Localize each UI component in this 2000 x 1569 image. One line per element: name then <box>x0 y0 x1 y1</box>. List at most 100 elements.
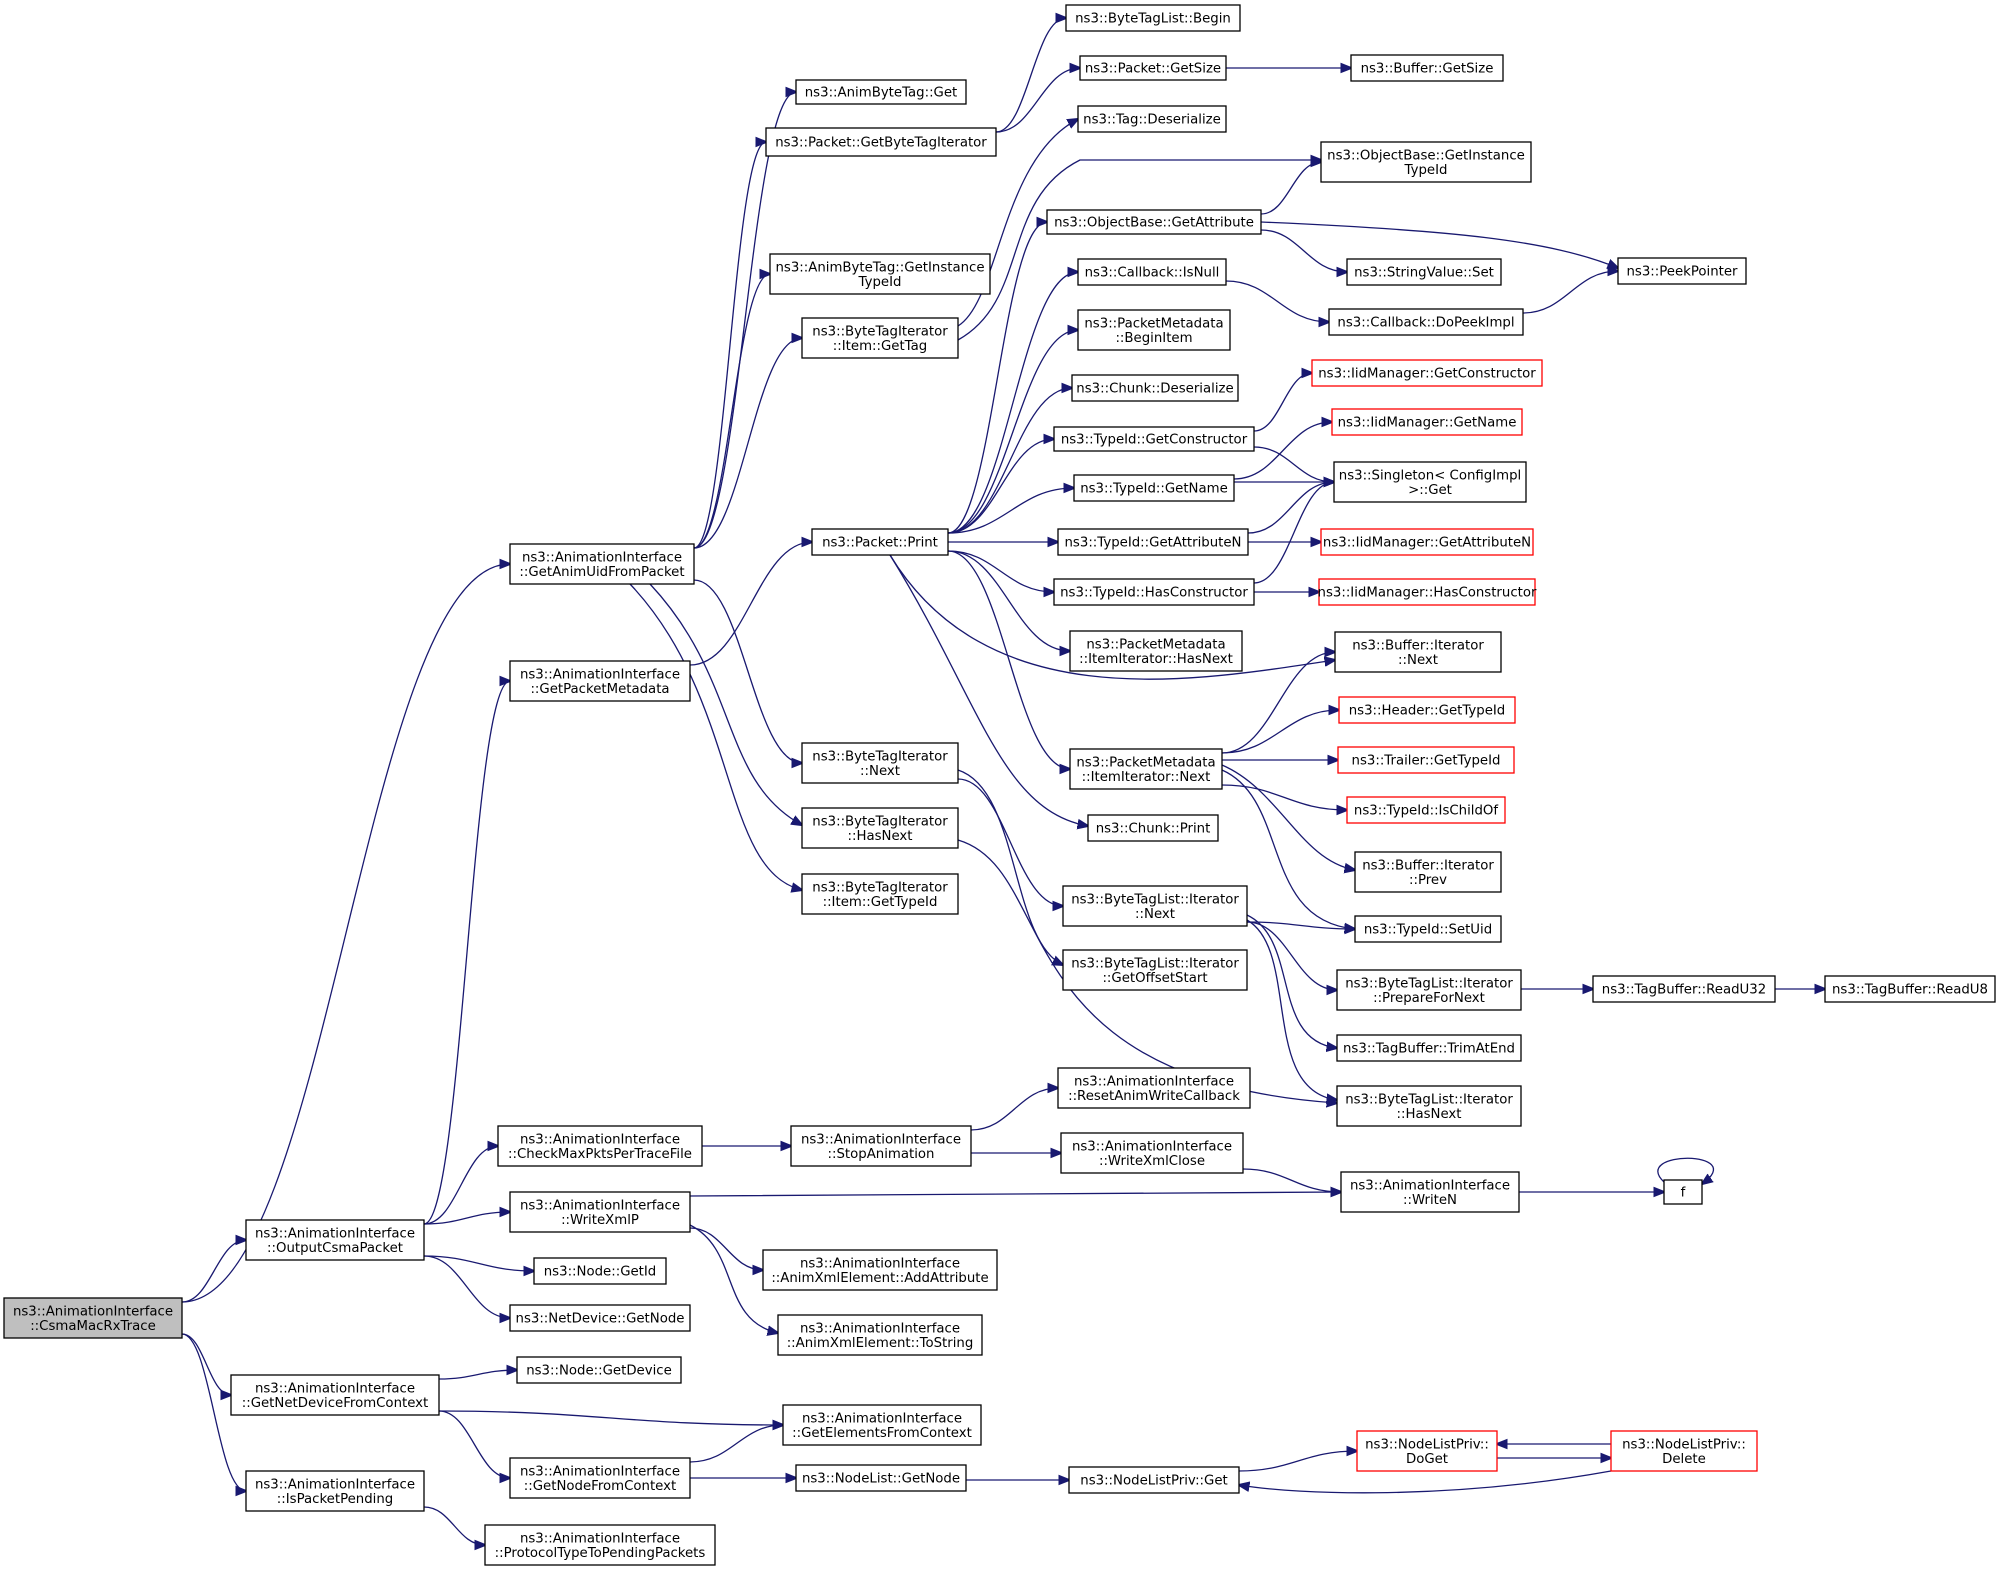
node-box[interactable] <box>1068 1466 1240 1494</box>
node-strValSet[interactable]: ns3::StringValue::Set <box>1346 258 1502 286</box>
node-pktPrint[interactable]: ns3::Packet::Print <box>811 528 949 556</box>
node-nodeGetDev[interactable]: ns3::Node::GetDevice <box>516 1356 682 1384</box>
node-box[interactable] <box>1336 1034 1522 1062</box>
node-box[interactable] <box>1356 1430 1498 1472</box>
node-btlItNext[interactable]: ns3::ByteTagList::Iterator::Next <box>1062 885 1248 927</box>
node-box[interactable] <box>1320 528 1534 556</box>
node-box[interactable] <box>1062 885 1248 927</box>
node-pktGetSize[interactable]: ns3::Packet::GetSize <box>1079 55 1227 81</box>
node-box[interactable] <box>1077 309 1231 351</box>
node-box[interactable] <box>769 253 991 295</box>
node-box[interactable] <box>1057 528 1249 556</box>
node-getElems[interactable]: ns3::AnimationInterface::GetElementsFrom… <box>782 1404 982 1446</box>
node-box[interactable] <box>509 1191 691 1233</box>
node-iidGetName[interactable]: ns3::IidManager::GetName <box>1331 408 1523 436</box>
node-box[interactable] <box>1057 1067 1251 1109</box>
node-singletonGet[interactable]: ns3::Singleton< ConfigImpl >::Get <box>1333 461 1527 503</box>
node-box[interactable] <box>1338 696 1516 724</box>
node-box[interactable] <box>1062 949 1248 991</box>
node-box[interactable] <box>516 1356 682 1384</box>
node-tidGetAttrN[interactable]: ns3::TypeId::GetAttributeN <box>1057 528 1249 556</box>
node-box[interactable] <box>801 873 959 915</box>
node-writeXmlClose[interactable]: ns3::AnimationInterface::WriteXmlClose <box>1060 1132 1244 1174</box>
node-box[interactable] <box>1331 408 1523 436</box>
node-tbReadU32[interactable]: ns3::TagBuffer::ReadU32 <box>1592 975 1776 1003</box>
node-box[interactable] <box>533 1257 667 1285</box>
node-btiNext[interactable]: ns3::ByteTagIterator::Next <box>801 742 959 784</box>
node-tagDeser[interactable]: ns3::Tag::Deserialize <box>1077 105 1227 133</box>
node-cbDoPeek[interactable]: ns3::Callback::DoPeekImpl <box>1328 308 1524 336</box>
node-tidHasCtor[interactable]: ns3::TypeId::HasConstructor <box>1053 578 1255 606</box>
node-btiItemTypeId[interactable]: ns3::ByteTagIterator::Item::GetTypeId <box>801 873 959 915</box>
node-box[interactable] <box>795 1464 967 1492</box>
node-isPending[interactable]: ns3::AnimationInterface::IsPacketPending <box>245 1470 425 1512</box>
node-box[interactable] <box>1617 257 1747 285</box>
node-btlBegin[interactable]: ns3::ByteTagList::Begin <box>1065 4 1241 32</box>
node-iidGetCtor[interactable]: ns3::IidManager::GetConstructor <box>1311 359 1543 387</box>
node-box[interactable] <box>1354 851 1502 893</box>
node-box[interactable] <box>1065 4 1241 32</box>
node-box[interactable] <box>509 660 691 702</box>
node-btiItemGetTag[interactable]: ns3::ByteTagIterator::Item::GetTag <box>801 317 959 359</box>
node-box[interactable] <box>1610 1430 1758 1472</box>
node-box[interactable] <box>509 1304 691 1332</box>
node-box[interactable] <box>509 1457 691 1499</box>
node-fNode[interactable]: f <box>1663 1179 1703 1205</box>
node-cbIsNull[interactable]: ns3::Callback::IsNull <box>1077 258 1227 286</box>
node-box[interactable] <box>1663 1179 1703 1205</box>
node-pktGetByteTagIt[interactable]: ns3::Packet::GetByteTagIterator <box>765 127 997 157</box>
node-box[interactable] <box>1077 105 1227 133</box>
node-box[interactable] <box>790 1125 972 1167</box>
node-box[interactable] <box>1334 631 1502 673</box>
node-bufGetSize[interactable]: ns3::Buffer::GetSize <box>1350 54 1504 82</box>
node-box[interactable] <box>1077 258 1227 286</box>
node-bufItPrev[interactable]: ns3::Buffer::Iterator::Prev <box>1354 851 1502 893</box>
node-box[interactable] <box>1079 55 1227 81</box>
node-box[interactable] <box>497 1125 703 1167</box>
node-box[interactable] <box>245 1470 425 1512</box>
node-btlItHasNext[interactable]: ns3::ByteTagList::Iterator::HasNext <box>1336 1085 1522 1127</box>
node-pmIINext[interactable]: ns3::PacketMetadata::ItemIterator::Next <box>1069 748 1223 790</box>
node-box[interactable] <box>230 1374 440 1416</box>
node-box[interactable] <box>1073 474 1235 502</box>
node-nlGetNode[interactable]: ns3::NodeList::GetNode <box>795 1464 967 1492</box>
node-box[interactable] <box>1069 630 1243 672</box>
node-box[interactable] <box>1053 578 1255 606</box>
node-box[interactable] <box>1340 1171 1520 1213</box>
node-box[interactable] <box>1824 975 1996 1003</box>
node-stopAnim[interactable]: ns3::AnimationInterface::StopAnimation <box>790 1125 972 1167</box>
node-box[interactable] <box>762 1249 998 1291</box>
node-objGetAttr[interactable]: ns3::ObjectBase::GetAttribute <box>1046 209 1262 235</box>
node-box[interactable] <box>1318 578 1536 606</box>
node-getNetDev[interactable]: ns3::AnimationInterface::GetNetDeviceFro… <box>230 1374 440 1416</box>
node-checkMax[interactable]: ns3::AnimationInterface::CheckMaxPktsPer… <box>497 1125 703 1167</box>
node-nodeGetId[interactable]: ns3::Node::GetId <box>533 1257 667 1285</box>
node-writeN[interactable]: ns3::AnimationInterface::WriteN <box>1340 1171 1520 1213</box>
node-chunkPrint[interactable]: ns3::Chunk::Print <box>1087 814 1219 842</box>
node-getPacketMeta[interactable]: ns3::AnimationInterface::GetPacketMetada… <box>509 660 691 702</box>
node-box[interactable] <box>801 742 959 784</box>
node-tidSetUid[interactable]: ns3::TypeId::SetUid <box>1354 915 1502 943</box>
node-box[interactable] <box>1069 748 1223 790</box>
node-toStr[interactable]: ns3::AnimationInterface::AnimXmlElement:… <box>777 1314 983 1356</box>
node-bufItNext[interactable]: ns3::Buffer::Iterator::Next <box>1334 631 1502 673</box>
node-box[interactable] <box>1071 374 1239 402</box>
node-box[interactable] <box>1328 308 1524 336</box>
node-nlpDoGet[interactable]: ns3::NodeListPriv::DoGet <box>1356 1430 1498 1472</box>
node-box[interactable] <box>1060 1132 1244 1174</box>
node-box[interactable] <box>801 317 959 359</box>
node-resetAnim[interactable]: ns3::AnimationInterface::ResetAnimWriteC… <box>1057 1067 1251 1109</box>
node-tidIsChildOf[interactable]: ns3::TypeId::IsChildOf <box>1346 796 1506 824</box>
node-nlpDelete[interactable]: ns3::NodeListPriv::Delete <box>1610 1430 1758 1472</box>
node-box[interactable] <box>1046 209 1262 235</box>
node-tidGetName[interactable]: ns3::TypeId::GetName <box>1073 474 1235 502</box>
node-box[interactable] <box>1346 796 1506 824</box>
node-box[interactable] <box>1337 746 1515 774</box>
node-iidGetAttrN[interactable]: ns3::IidManager::GetAttributeN <box>1320 528 1534 556</box>
node-box[interactable] <box>777 1314 983 1356</box>
node-trlGetTypeId[interactable]: ns3::Trailer::GetTypeId <box>1337 746 1515 774</box>
node-box[interactable] <box>1320 141 1532 183</box>
node-iidHasCtor[interactable]: ns3::IidManager::HasConstructor <box>1318 578 1537 606</box>
node-box[interactable] <box>3 1297 183 1339</box>
